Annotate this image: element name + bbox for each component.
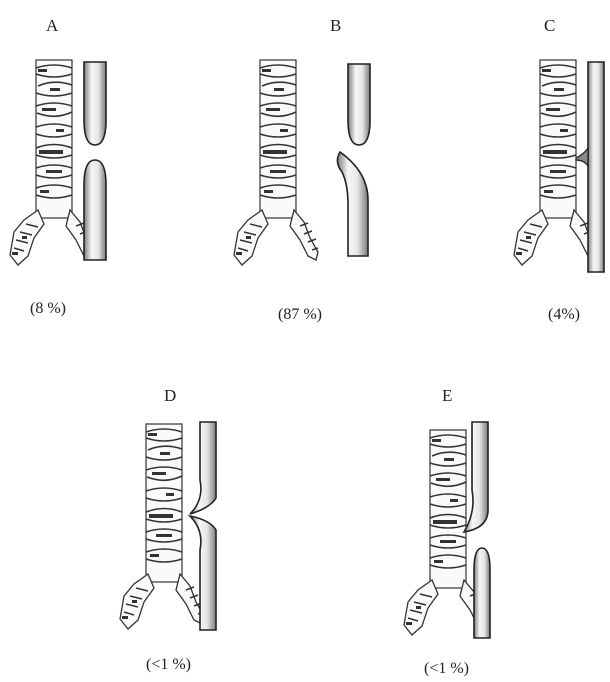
panel-percentage: (8 %) [30,300,66,318]
lower-esophageal-pouch [84,160,106,260]
panel-percentage: (4%) [548,306,580,324]
upper-esophageal-pouch [84,62,106,145]
panel-percentage: (87 %) [278,306,322,324]
panel-a-illustration [0,0,150,280]
upper-esophageal-pouch [190,422,216,514]
h-type-fistula [576,148,588,166]
panel-c: C (4%) [500,0,610,330]
panel-c-illustration [500,0,610,280]
upper-esophageal-pouch [348,64,370,145]
panel-a: A (8 %) [0,0,150,330]
panel-b: B (87 %) [230,0,400,330]
panel-e-illustration [390,380,540,640]
panel-percentage: (<1 %) [424,660,469,678]
continuous-esophagus [588,62,604,272]
upper-fistula-pouch [464,422,488,532]
panel-b-illustration [230,0,400,280]
panel-d-illustration [120,380,260,640]
distal-fistula-segment [337,152,368,256]
lower-esophageal-pouch [474,548,490,638]
panel-e: E (<1 %) [390,380,540,682]
panel-percentage: (<1 %) [146,656,191,674]
panel-d: D (<1 %) [120,380,260,682]
